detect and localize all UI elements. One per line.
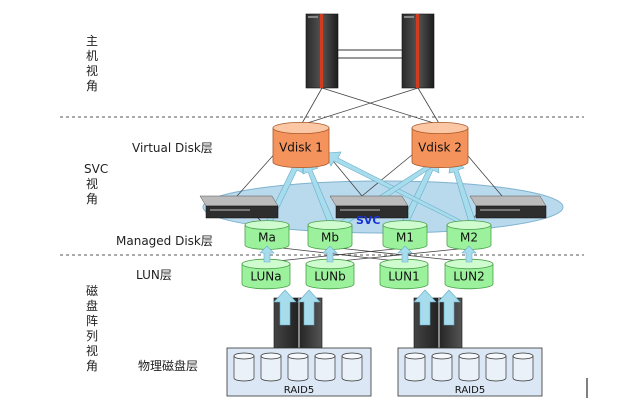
physical-disk [512, 352, 534, 382]
mdisk-m2: M2 [446, 220, 492, 250]
view-label-char: 角 [85, 79, 98, 93]
raid-layer: RAID5 RAID5 [226, 347, 543, 397]
physical-disk [233, 352, 255, 382]
host-server-left [305, 13, 339, 89]
lun-luna-label: LUNa [250, 270, 281, 284]
layer-label-lun: LUN层 [136, 268, 172, 282]
lun-lunb: LUNb [305, 258, 355, 290]
layer-label-physical: 物理磁盘层 [138, 358, 198, 373]
view-label-char: 视 [85, 177, 98, 191]
raid-group-left-label: RAID5 [284, 385, 314, 396]
mdisk-m1-label: M1 [396, 231, 414, 245]
physical-disk [431, 352, 453, 382]
mdisk-ma: Ma [244, 220, 290, 250]
view-label-char: 主 [85, 34, 98, 48]
view-label-char: 角 [85, 192, 98, 206]
vdisk-2-label: Vdisk 2 [418, 141, 462, 155]
physical-disk [485, 352, 507, 382]
lun-lun2: LUN2 [444, 258, 494, 290]
raid-group-left: RAID5 [226, 347, 372, 397]
layer-label-virtual-disk: Virtual Disk层 [132, 141, 213, 155]
lun-lun2-label: LUN2 [453, 270, 484, 284]
view-label-char: 磁 [85, 284, 98, 298]
view-label-host: 主机视角 [84, 34, 100, 94]
lun-lunb-label: LUNb [314, 270, 345, 284]
view-label-char: 视 [85, 344, 98, 358]
svc-node-middle [329, 195, 409, 219]
physical-disk [314, 352, 336, 382]
mdisk-mb: Mb [307, 220, 353, 250]
lun-lun1-label: LUN1 [388, 270, 419, 284]
svc-node-left [199, 195, 279, 219]
vdisk-layer: Vdisk 1 Vdisk 2 [272, 122, 469, 168]
mdisk-m2-label: M2 [460, 231, 478, 245]
view-label-char: 视 [85, 64, 98, 78]
view-label-char: 角 [85, 359, 98, 373]
lun-luna: LUNa [241, 258, 291, 290]
physical-disk [287, 352, 309, 382]
raid-group-right: RAID5 [397, 347, 543, 397]
server-interconnect [338, 49, 402, 59]
vdisk-2: Vdisk 2 [411, 122, 469, 168]
mdisk-layer: Ma Mb M1 M2 [244, 220, 492, 250]
mdisk-ma-label: Ma [258, 231, 276, 245]
view-label-char: 盘 [85, 299, 98, 313]
svc-node-right [469, 195, 547, 219]
view-label-char: SVC [84, 162, 109, 176]
rack-to-lun-arrows [273, 289, 461, 326]
vdisk-1: Vdisk 1 [272, 122, 330, 168]
physical-disk [260, 352, 282, 382]
lun-layer: LUNa LUNb LUN1 LUN2 [241, 258, 494, 290]
raid-group-right-label: RAID5 [455, 385, 485, 396]
physical-disk [341, 352, 363, 382]
view-label-char: 阵 [85, 314, 98, 328]
physical-disk [404, 352, 426, 382]
vdisk-1-label: Vdisk 1 [279, 141, 323, 155]
view-label-array: 磁盘阵列视角 [84, 284, 100, 374]
svc-label: SVC [356, 214, 381, 227]
physical-disk [458, 352, 480, 382]
lun-to-mdisk-arrows [259, 245, 477, 263]
mdisk-m1: M1 [382, 220, 428, 250]
view-label-char: 机 [85, 49, 98, 63]
host-server-right [401, 13, 435, 89]
lun-lun1: LUN1 [379, 258, 429, 290]
view-label-char: 列 [85, 329, 98, 343]
mdisk-mb-label: Mb [321, 231, 339, 245]
layer-label-managed-disk: Managed Disk层 [116, 234, 213, 248]
